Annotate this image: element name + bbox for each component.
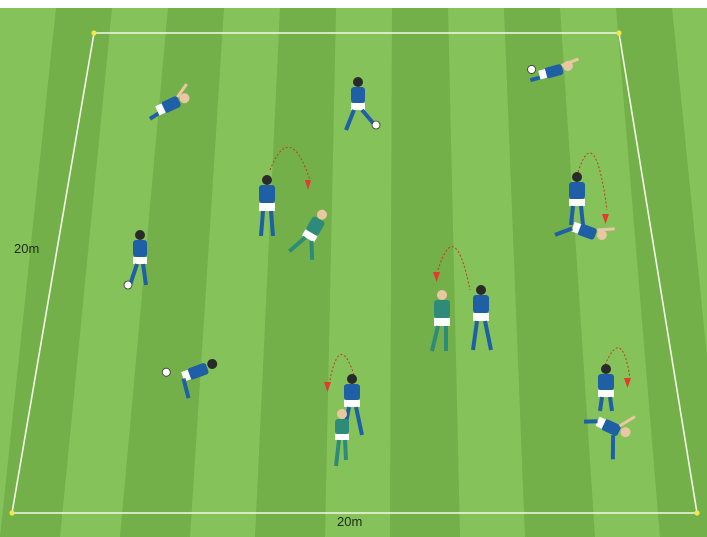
dimension-label-bottom: 20m — [337, 514, 362, 529]
corner-marker-top-right — [616, 30, 621, 35]
dimension-label-left: 20m — [14, 241, 39, 256]
corner-marker-bottom-left — [9, 510, 14, 515]
corner-marker-bottom-right — [694, 510, 699, 515]
corner-marker-top-left — [91, 30, 96, 35]
